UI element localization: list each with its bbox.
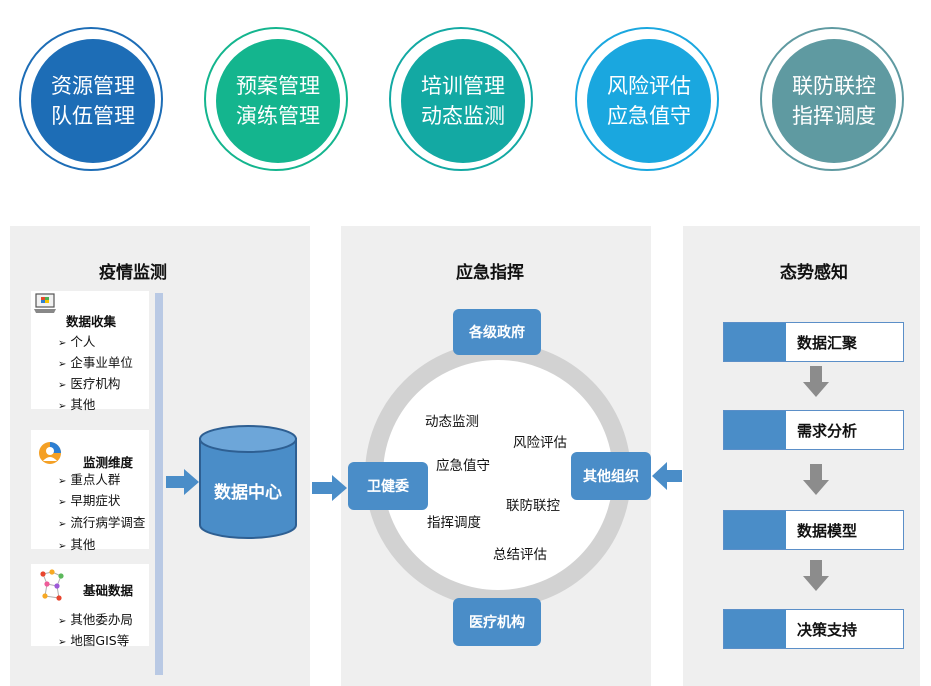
step-label: 数据汇聚 xyxy=(797,333,858,352)
card-heading: 数据收集 xyxy=(66,314,117,329)
list-item: 其他 xyxy=(58,394,95,413)
circle-risk: 风险评估应急值守 xyxy=(575,27,719,171)
step-data-aggregation: 数据汇聚 xyxy=(723,322,904,362)
step-demand-analysis: 需求分析 xyxy=(723,410,904,450)
circle-line2: 队伍管理 xyxy=(51,104,135,128)
circle-line2: 指挥调度 xyxy=(792,104,876,128)
circle-line1: 预案管理 xyxy=(236,74,320,98)
list-item: 企事业单位 xyxy=(58,352,133,371)
arrow-to-datacenter-icon xyxy=(166,469,199,495)
circle-line2: 应急值守 xyxy=(607,104,691,128)
card-heading: 基础数据 xyxy=(83,583,134,598)
node-other-organizations: 其他组织 xyxy=(571,452,651,500)
list-item: 其他委办局 xyxy=(58,609,133,628)
circle-plan: 预案管理演练管理 xyxy=(204,27,348,171)
awareness-title: 态势感知 xyxy=(780,263,848,283)
arrow-to-other-organizations-icon xyxy=(652,462,682,490)
circle-line1: 联防联控 xyxy=(792,74,876,98)
step-decision-support: 决策支持 xyxy=(723,609,904,649)
circle-joint: 联防联控指挥调度 xyxy=(760,27,904,171)
card-heading: 监测维度 xyxy=(83,455,134,470)
list-item: 早期症状 xyxy=(58,490,120,509)
circle-line2: 演练管理 xyxy=(236,104,320,128)
ring-item: 应急值守 xyxy=(436,458,490,474)
monitoring-dimension-card: 监测维度 重点人群 早期症状 流行病学调查 其他 xyxy=(31,430,149,552)
monitoring-title: 疫情监测 xyxy=(99,263,167,283)
node-government: 各级政府 xyxy=(453,309,541,355)
ring-item: 指挥调度 xyxy=(427,515,481,531)
step-label: 需求分析 xyxy=(797,421,858,440)
list-item: 地图GIS等 xyxy=(58,630,129,649)
list-item: 重点人群 xyxy=(58,469,120,488)
node-medical-institutions: 医疗机构 xyxy=(453,598,541,646)
step-label: 决策支持 xyxy=(797,620,858,639)
network-nodes-icon xyxy=(40,569,64,601)
ring-item: 动态监测 xyxy=(425,414,479,430)
data-collection-card: 数据收集 个人 企事业单位 医疗机构 其他 xyxy=(31,291,149,412)
down-arrow-icon xyxy=(803,366,829,397)
ring-item: 联防联控 xyxy=(506,498,560,514)
step-label: 数据模型 xyxy=(797,521,858,540)
step-tab xyxy=(724,610,786,648)
person-badge-icon xyxy=(39,442,61,464)
list-item: 其他 xyxy=(58,534,95,553)
laptop-icon xyxy=(34,293,56,313)
circle-line1: 风险评估 xyxy=(607,74,691,98)
command-title: 应急指挥 xyxy=(456,263,524,283)
circle-line2: 动态监测 xyxy=(421,104,505,128)
circle-line1: 培训管理 xyxy=(421,74,505,98)
step-tab xyxy=(724,511,786,549)
circle-training: 培训管理动态监测 xyxy=(389,27,533,171)
collector-bar xyxy=(155,293,163,675)
step-data-model: 数据模型 xyxy=(723,510,904,550)
ring-item: 风险评估 xyxy=(513,435,567,451)
list-item: 个人 xyxy=(58,331,95,350)
ring-item: 总结评估 xyxy=(493,547,547,563)
step-tab xyxy=(724,411,786,449)
step-tab xyxy=(724,323,786,361)
list-item: 流行病学调查 xyxy=(58,512,145,531)
circle-line1: 资源管理 xyxy=(51,74,135,98)
base-data-card: 基础数据 其他委办局 地图GIS等 xyxy=(31,564,149,649)
down-arrow-icon xyxy=(803,464,829,495)
database-cylinder-icon xyxy=(199,425,297,539)
node-health-commission: 卫健委 xyxy=(348,462,428,510)
list-item: 医疗机构 xyxy=(58,373,120,392)
arrow-to-health-commission-icon xyxy=(312,475,347,501)
down-arrow-icon xyxy=(803,560,829,591)
data-center-label: 数据中心 xyxy=(214,483,282,503)
circle-resource: 资源管理队伍管理 xyxy=(19,27,163,171)
